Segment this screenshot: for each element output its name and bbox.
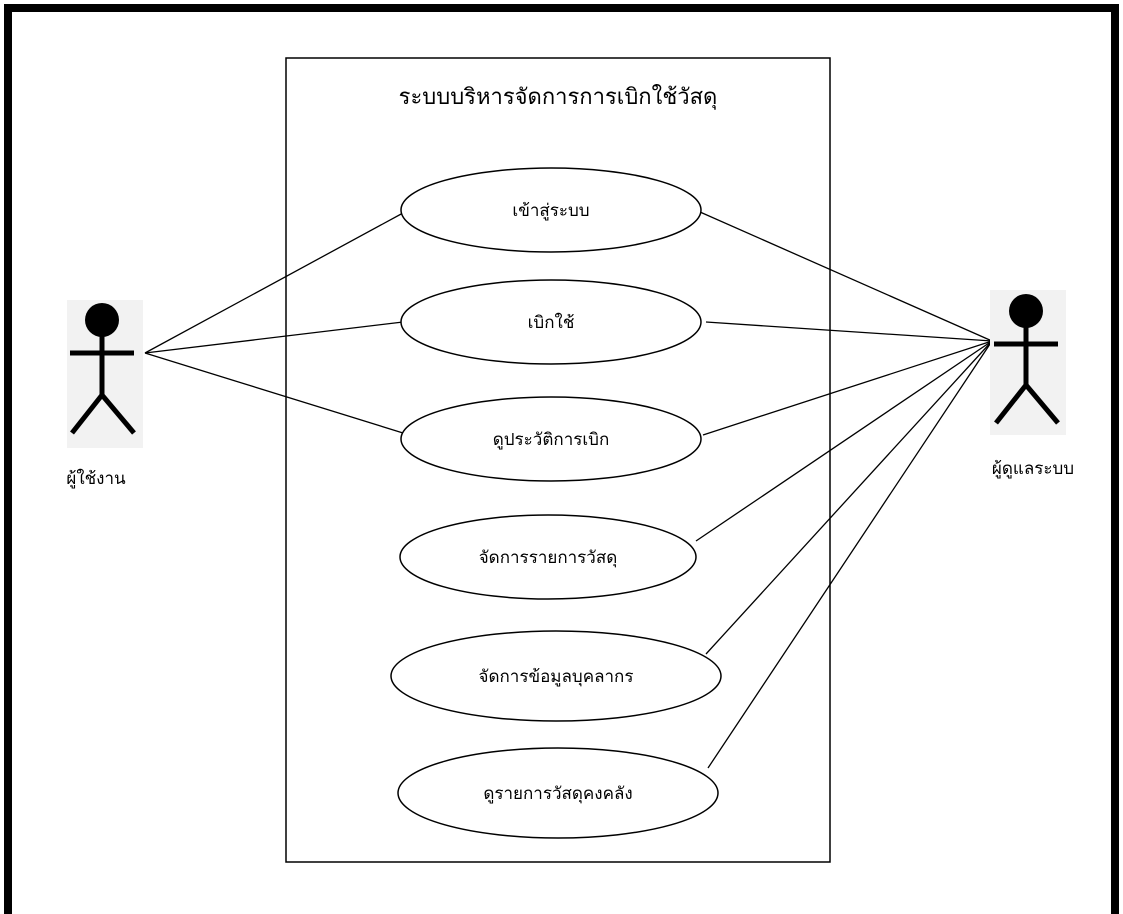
association-line-user-2 bbox=[144, 352, 404, 434]
stick-figure-icon bbox=[994, 294, 1060, 425]
association-line-admin-1 bbox=[705, 321, 993, 342]
actor-label: ผู้ใช้งาน bbox=[66, 468, 126, 489]
association-line-user-0 bbox=[144, 212, 404, 354]
use-case-label: ดูประวัติการเบิก bbox=[493, 430, 610, 450]
use-case-login[interactable]: เข้าสู่ระบบ bbox=[400, 167, 702, 253]
association-line-admin-5 bbox=[707, 340, 993, 769]
actor-admin[interactable]: ผู้ดูแลระบบ bbox=[990, 290, 1074, 479]
use-case-label: จัดการข้อมูลบุคลากร bbox=[479, 667, 634, 687]
system-boundary bbox=[285, 57, 831, 863]
association-line-user-1 bbox=[144, 321, 404, 354]
use-case-label: เบิกใช้ bbox=[528, 312, 575, 333]
use-case-manage-materials[interactable]: จัดการรายการวัสดุ bbox=[399, 514, 697, 600]
use-case-label: เข้าสู่ระบบ bbox=[512, 201, 589, 221]
association-line-admin-4 bbox=[705, 340, 993, 655]
stick-figure-icon bbox=[70, 303, 136, 435]
system-title: ระบบบริหารจัดการการเบิกใช้วัสดุ bbox=[399, 84, 718, 110]
use-case-view-inventory[interactable]: ดูรายการวัสดุคงคลัง bbox=[397, 747, 719, 839]
use-case-label: จัดการรายการวัสดุ bbox=[479, 548, 618, 568]
actor-user[interactable]: ผู้ใช้งาน bbox=[66, 300, 143, 489]
use-case-withdraw[interactable]: เบิกใช้ bbox=[400, 279, 702, 365]
use-case-view-history[interactable]: ดูประวัติการเบิก bbox=[400, 396, 702, 482]
association-line-admin-2 bbox=[702, 340, 993, 436]
association-line-admin-0 bbox=[699, 211, 993, 342]
association-lines bbox=[144, 211, 993, 769]
association-line-admin-3 bbox=[695, 340, 993, 542]
use-case-label: ดูรายการวัสดุคงคลัง bbox=[483, 784, 632, 804]
actor-label: ผู้ดูแลระบบ bbox=[992, 459, 1074, 479]
use-case-manage-personnel[interactable]: จัดการข้อมูลบุคลากร bbox=[390, 630, 722, 722]
